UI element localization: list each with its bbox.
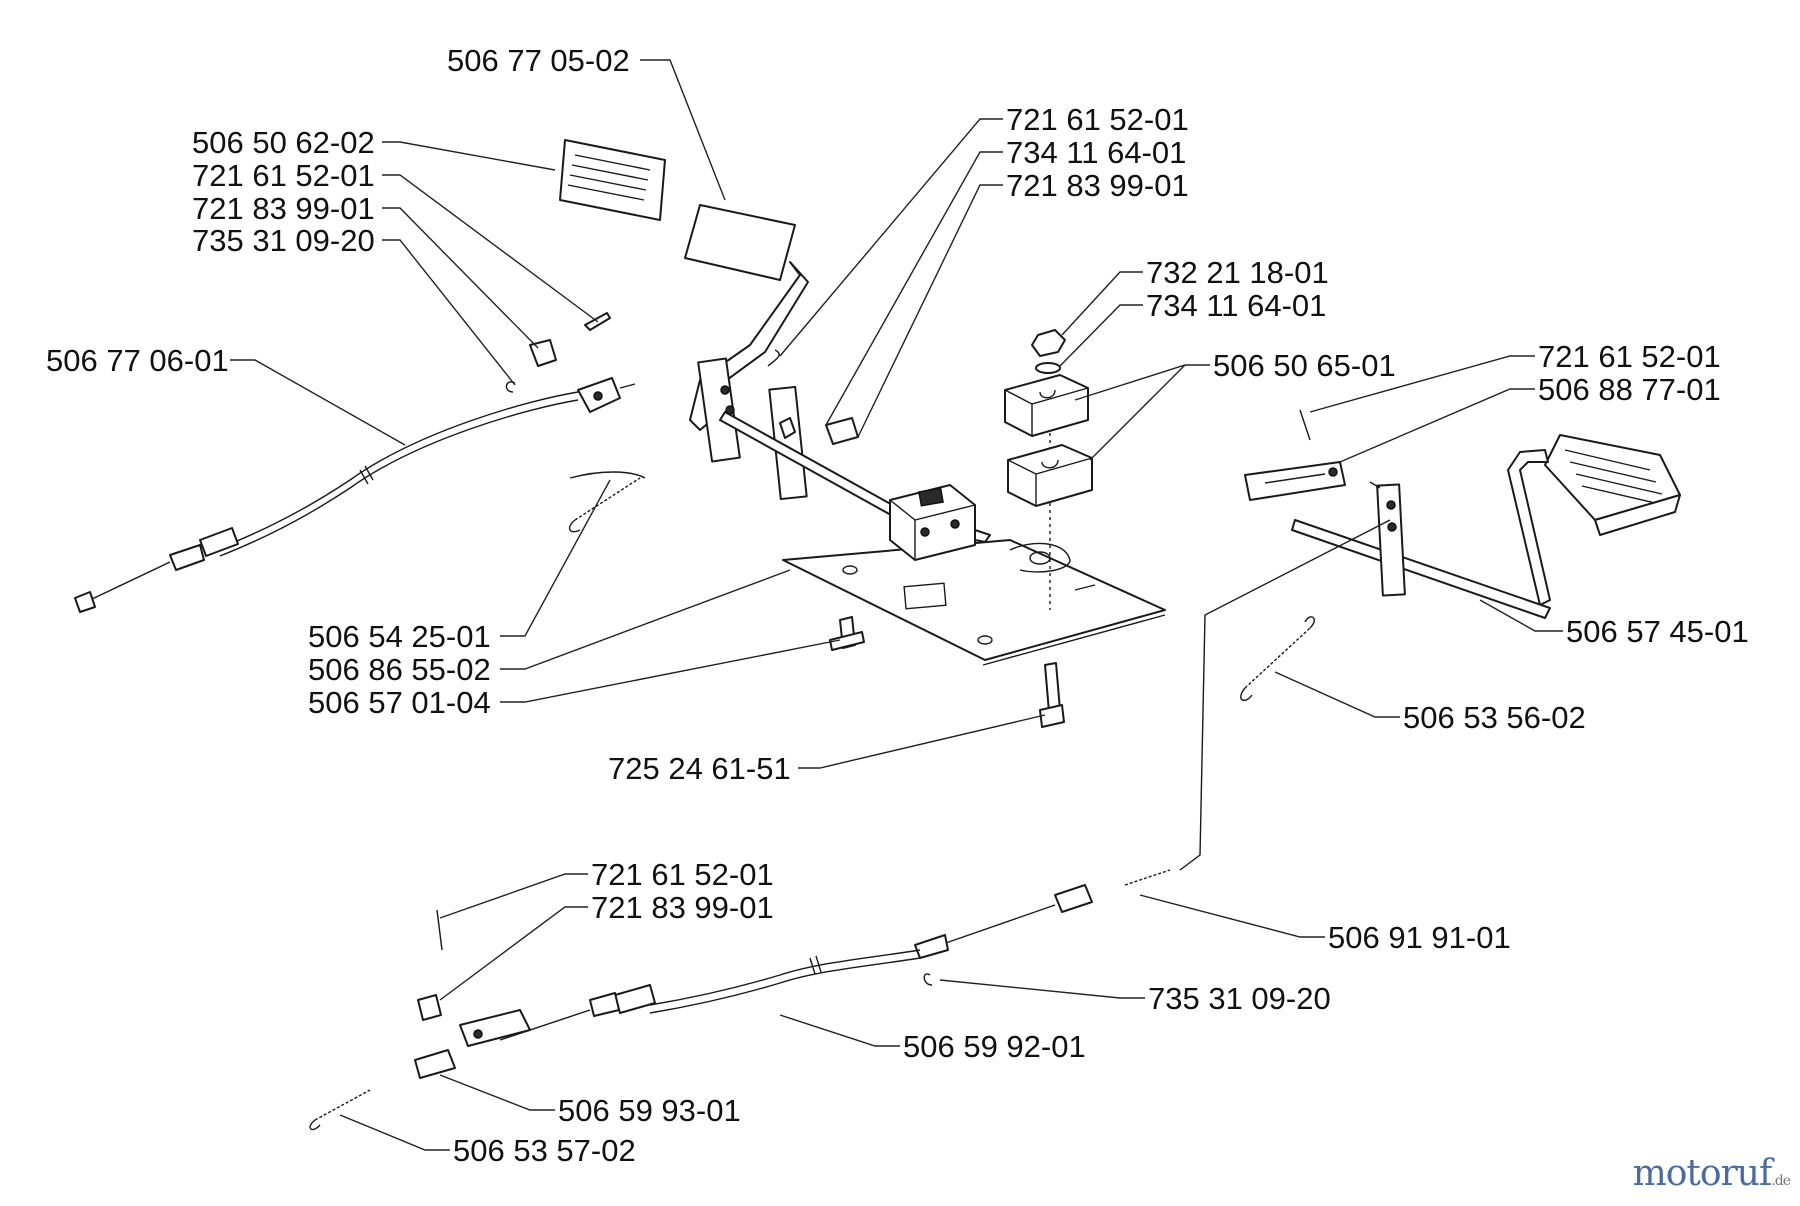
part-number-label: 721 61 52-01 [192,158,375,193]
part-number-label: 506 50 65-01 [1213,348,1396,383]
part-number-label: 721 83 99-01 [192,191,375,226]
watermark-logo: motoruf.de [1632,1153,1791,1194]
left-pedal-pad [559,139,666,221]
part-number-label: 721 83 99-01 [591,890,774,925]
part-number-label: 506 57 45-01 [1566,614,1749,649]
part-number-label: 721 83 99-01 [1006,168,1189,203]
part-number-label: 721 61 52-01 [591,857,774,892]
switch-block [889,484,991,561]
nut-and-washer [1031,329,1066,374]
watermark-tld: .de [1771,1173,1791,1189]
part-number-label: 506 77 05-02 [447,43,630,78]
part-number-label: 506 77 06-01 [46,343,229,378]
part-number-label: 732 21 18-01 [1146,255,1329,290]
part-number-label: 506 53 57-02 [453,1133,636,1168]
part-number-labels: 506 77 05-02 506 50 62-02 721 61 52-01 7… [46,43,1749,1168]
part-number-label: 725 24 61-51 [608,751,791,786]
right-link-plate [1244,409,1381,501]
mounting-plate [782,539,1166,666]
leader-lines [230,59,1563,1151]
part-number-label: 506 86 55-02 [308,652,491,687]
lower-left-parts [309,909,531,1131]
part-number-label: 735 31 09-20 [192,223,375,258]
rubber-blocks [1004,374,1093,507]
part-number-label: 721 61 52-01 [1006,102,1189,137]
left-small-parts [505,312,859,445]
part-number-label: 506 59 93-01 [558,1093,741,1128]
part-number-label: 506 57 01-04 [308,685,491,720]
center-pedal [684,204,906,521]
spring-right [1240,616,1315,702]
part-number-label: 506 54 25-01 [308,619,491,654]
lower-cable [499,869,1171,1041]
part-number-label: 734 11 64-01 [1146,288,1326,323]
left-cable [74,391,579,613]
watermark-text: motoruf [1632,1153,1773,1194]
right-pedal [1291,434,1681,619]
tension-wire [1179,519,1391,871]
part-number-label: 735 31 09-20 [1148,981,1331,1016]
spring-left [568,471,646,533]
part-number-label: 506 59 92-01 [903,1029,1086,1064]
part-number-label: 506 88 77-01 [1538,372,1721,407]
part-number-label: 506 50 62-02 [192,125,375,160]
part-number-label: 721 61 52-01 [1538,339,1721,374]
part-number-label: 734 11 64-01 [1006,135,1186,170]
part-number-label: 506 53 56-02 [1403,700,1586,735]
part-number-label: 506 91 91-01 [1328,920,1511,955]
